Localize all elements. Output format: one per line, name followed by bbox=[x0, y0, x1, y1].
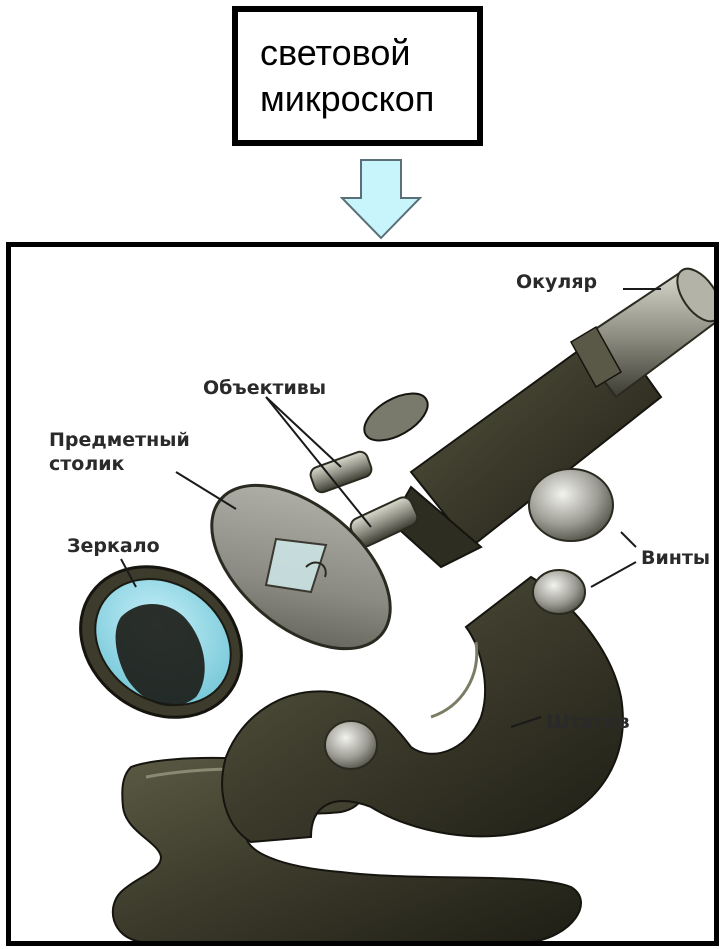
title-box: световой микроскоп bbox=[232, 6, 483, 146]
down-arrow-shape bbox=[342, 160, 420, 238]
leader-objective-1 bbox=[266, 397, 341, 467]
leader-stage bbox=[176, 472, 236, 509]
label-objectives: Объективы bbox=[203, 377, 326, 399]
microscope-illustration bbox=[11, 247, 714, 941]
leader-screw-2 bbox=[591, 562, 636, 587]
label-stage-line2: столик bbox=[49, 453, 124, 475]
label-stand: Штатив bbox=[546, 711, 630, 733]
microscope-figure: Окуляр Объективы Предметный столик Зерка… bbox=[6, 242, 719, 946]
label-mirror: Зеркало bbox=[67, 535, 160, 557]
label-stage-line1: Предметный bbox=[49, 429, 190, 451]
label-screws: Винты bbox=[641, 547, 710, 569]
down-arrow-icon bbox=[340, 158, 422, 240]
label-eyepiece: Окуляр bbox=[516, 271, 597, 293]
title-line-2: микроскоп bbox=[260, 76, 477, 122]
title-line-1: световой bbox=[260, 30, 477, 76]
leader-screw-1 bbox=[621, 532, 636, 547]
